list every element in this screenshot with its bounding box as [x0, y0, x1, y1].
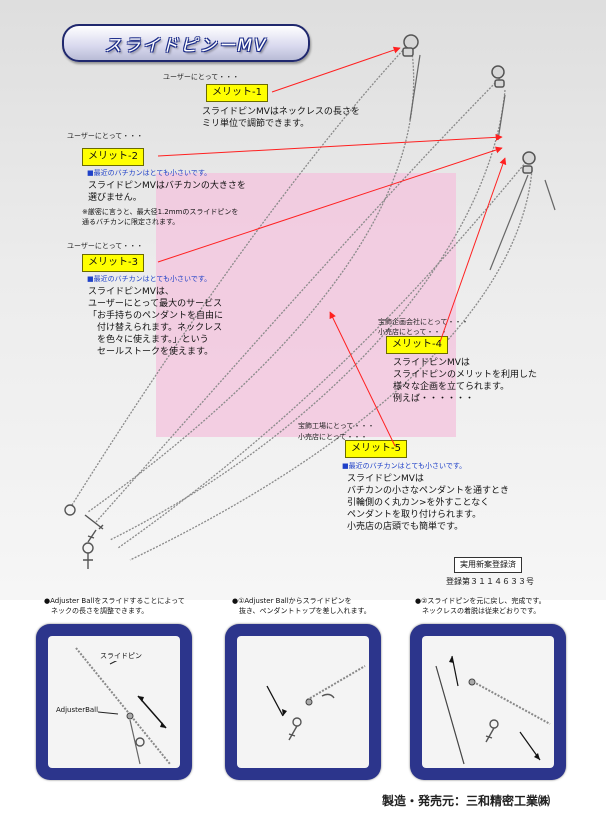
merit-5-badge: メリット-5 — [345, 440, 407, 458]
merit-2-note: ■最近のバチカンはとても小さいです。 — [87, 169, 212, 177]
necklace-illustration — [64, 34, 556, 569]
merit-1-badge: メリット-1 — [206, 84, 268, 102]
merit-3-audience: ユーザーにとって・・・ — [67, 242, 144, 250]
registration-number: 登録第３１１４６３３号 — [446, 577, 534, 586]
page-title: スライドピンーMV — [104, 35, 268, 56]
step-1-photo: スライドピン AdjusterBall — [36, 624, 192, 780]
merit-2-badge: メリット-2 — [82, 148, 144, 166]
merit-2-body: スライドピンMVはバチカンの大きさを 選びません。 — [88, 181, 246, 203]
merit-3-body: スライドピンMVは、 ユーザーにとって最大のサービス 「お手持ちのペンダントを自… — [88, 287, 224, 357]
merit-1-body: スライドピンMVはネックレスの長さを ミリ単位で調節できます。 — [202, 107, 360, 129]
merit-5-audience-1: 宝飾工場にとって・・・ — [298, 422, 375, 430]
title-banner: スライドピンーMV — [62, 24, 310, 62]
adjuster-illustration — [75, 647, 171, 765]
merit-4-badge: メリット-4 — [386, 336, 448, 354]
step-2-caption: ●①Adjuster Ballからスライドピンを 抜き、ペンダントトップを差し入… — [232, 597, 371, 615]
merit-2-fine-print: ※厳密に言うと、最大径1.2mmのスライドピンを 通るバチカンに限定されます。 — [82, 208, 239, 226]
step-1-caption: ●Adjuster Ballをスライドすることによって ネックの長さを調整できま… — [44, 597, 185, 615]
manufacturer-footer: 製造・発売元：三和精密工業㈱ — [382, 794, 551, 808]
merit-5-audience-2: 小売店にとって・・・ — [298, 433, 368, 441]
merit-5-body: スライドピンMVは バチカンの小さなペンダントを通すとき 引輪側のく丸カン>を外… — [347, 474, 510, 532]
merit-4-audience-1: 宝飾企画会社にとって・・・ — [378, 318, 469, 326]
step-3-photo — [410, 624, 566, 780]
merit-2-audience: ユーザーにとって・・・ — [67, 132, 144, 140]
callout-arrows — [157, 46, 507, 447]
insert-pendant-illustration — [266, 665, 366, 741]
merit-4-body: スライドピンMVは スライドピンのメリットを利用した 様々な企画を立てられます。… — [393, 358, 538, 404]
merit-5-note: ■最近のバチカンはとても小さいです。 — [342, 462, 467, 470]
pink-highlight-panel — [156, 173, 456, 437]
registration-label: 実用新案登録済 — [454, 557, 522, 573]
merit-4-audience-2: 小売店にとって・・・ — [378, 328, 448, 336]
step-2-photo — [225, 624, 381, 780]
merit-3-badge: メリット-3 — [82, 254, 144, 272]
label-slide-pin: スライドピン — [100, 651, 142, 661]
complete-illustration — [435, 655, 551, 765]
label-adjuster-ball: AdjusterBall — [56, 706, 99, 714]
step-3-caption: ●②スライドピンを元に戻し、完成です。 ネックレスの着脱は従来どおりです。 — [415, 597, 546, 615]
merit-1-audience: ユーザーにとって・・・ — [163, 73, 240, 81]
merit-3-note: ■最近のバチカンはとても小さいです。 — [87, 275, 212, 283]
